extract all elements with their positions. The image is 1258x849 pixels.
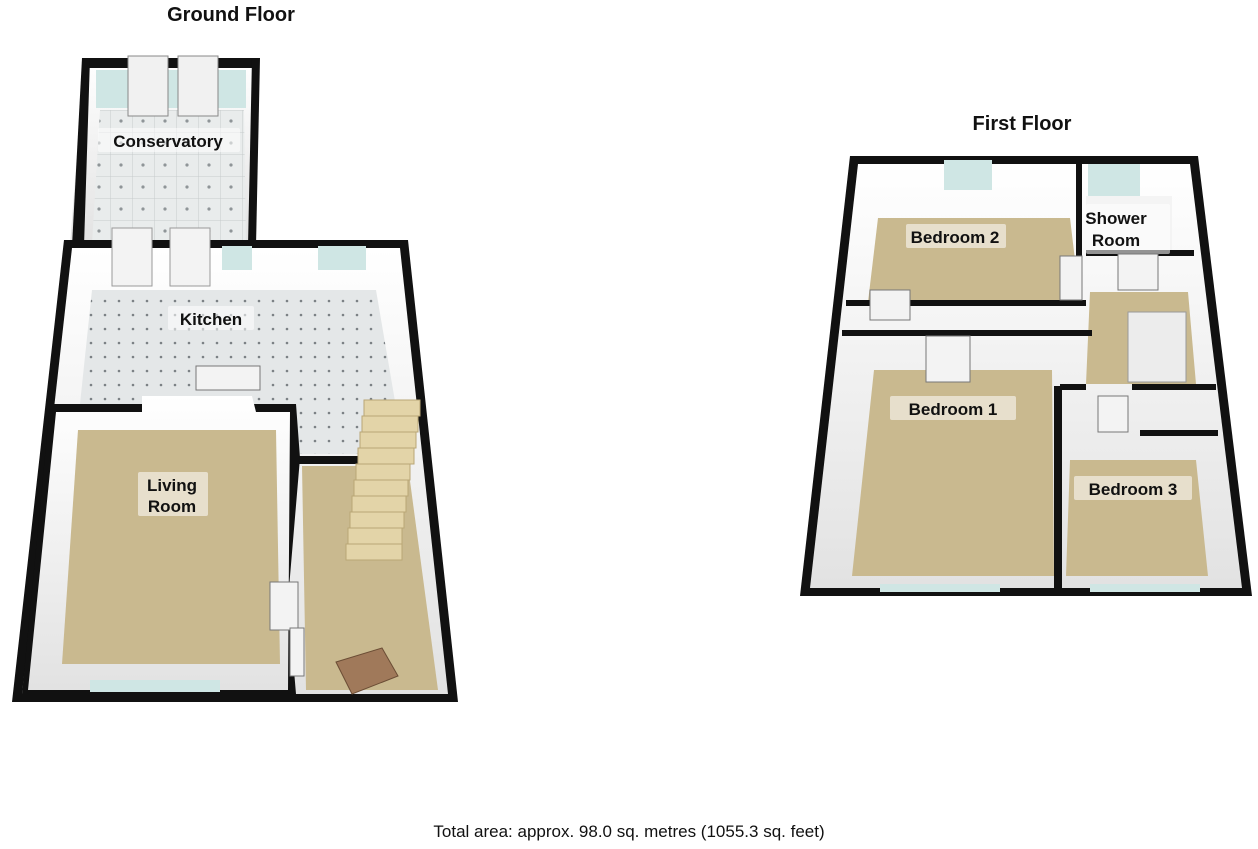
bedroom-1-label: Bedroom 1 [909, 400, 998, 419]
staircase [345, 399, 421, 561]
kitchen-door-left [111, 227, 153, 287]
landing [1086, 292, 1196, 433]
shower-room-label-line1: Shower [1085, 209, 1147, 228]
conservatory-label: Conservatory [113, 132, 223, 151]
hallway [289, 399, 438, 695]
ground-floor: Ground Floor Kitchen [12, 4, 458, 702]
first-floor-front-window-2 [1090, 584, 1200, 592]
bedroom-3-room: Bedroom 3 [1060, 384, 1218, 576]
bedroom-3-label: Bedroom 3 [1089, 480, 1178, 499]
first-floor: First Floor Bedroom 2 Shower Room [800, 113, 1252, 596]
kitchen-label: Kitchen [180, 310, 242, 329]
living-room-door [269, 581, 299, 631]
front-door [335, 647, 399, 695]
bedroom-1-door [925, 335, 971, 383]
living-room-window [90, 680, 220, 692]
first-floor-title: First Floor [973, 113, 1072, 135]
living-room-label-line1: Living [147, 476, 197, 495]
shower-room: Shower Room [1085, 164, 1194, 291]
kitchen-cupboard-door [195, 365, 261, 391]
shower-room-door [1117, 253, 1159, 291]
shower-room-window [1088, 164, 1140, 196]
landing-stair-rail [1127, 311, 1187, 383]
bedroom-1-room: Bedroom 1 [842, 330, 1092, 592]
ground-floor-title: Ground Floor [167, 4, 295, 26]
first-floor-front-window-1 [880, 584, 1000, 592]
bedroom-2-label: Bedroom 2 [911, 228, 1000, 247]
kitchen-window-1 [222, 246, 252, 270]
kitchen-window-2 [318, 246, 366, 270]
shower-room-label-line2: Room [1092, 231, 1140, 250]
conservatory-french-door-right [177, 55, 219, 117]
bedroom-2-window [944, 160, 992, 190]
total-area-caption: Total area: approx. 98.0 sq. metres (105… [433, 822, 825, 841]
conservatory-window [96, 70, 246, 108]
kitchen-door-right [169, 227, 211, 287]
bedroom-2-room: Bedroom 2 [846, 160, 1086, 321]
bedroom-2-door [869, 289, 911, 321]
conservatory-french-door-left [127, 55, 169, 117]
living-room-carpet [62, 430, 280, 664]
living-room: Living Room [22, 396, 300, 694]
living-room-label-line2: Room [148, 497, 196, 516]
